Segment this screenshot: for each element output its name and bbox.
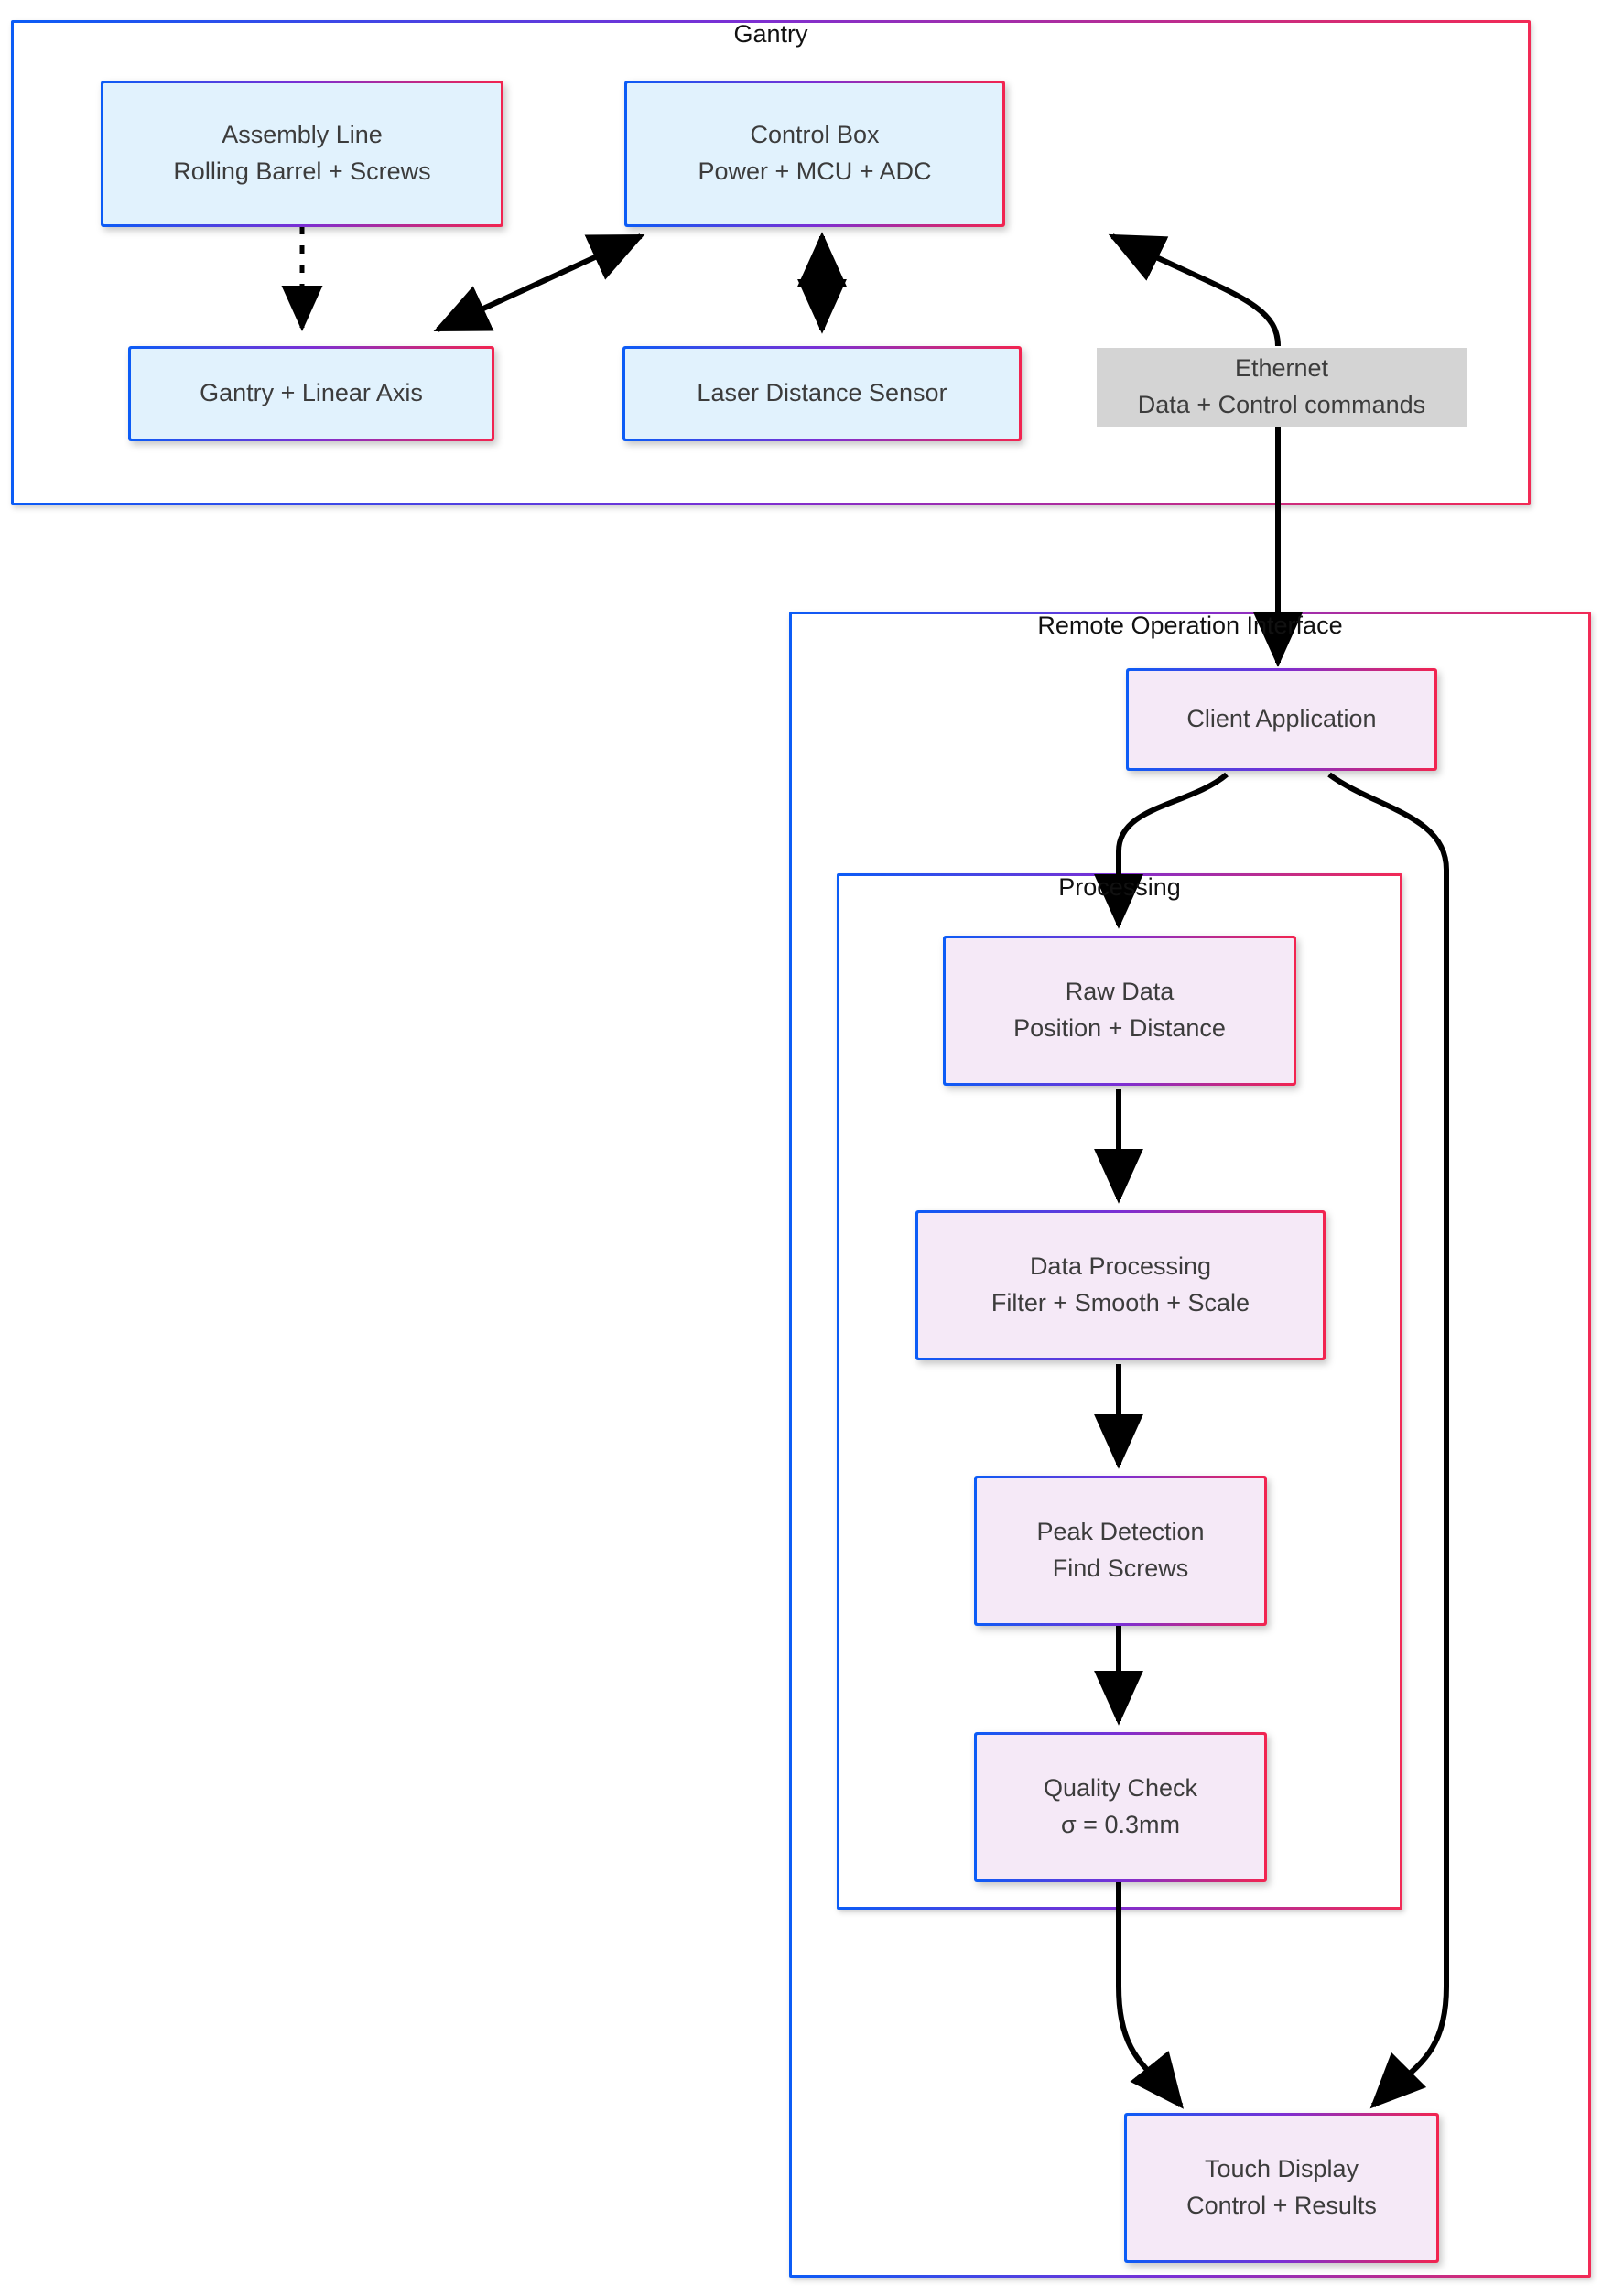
node-client-application[interactable]: Client Application [1126, 668, 1437, 771]
node-touch-display-title: Touch Display [1204, 2155, 1359, 2183]
node-control-box-title: Control Box [750, 121, 880, 149]
subgraph-gantry-label: Gantry [733, 20, 808, 48]
node-laser-distance-sensor-face: Laser Distance Sensor [625, 349, 1019, 439]
node-client-application-face: Client Application [1129, 671, 1434, 768]
node-assembly-line-subtitle: Rolling Barrel + Screws [173, 157, 431, 185]
node-gantry-linear-axis-title: Gantry + Linear Axis [200, 379, 423, 407]
node-touch-display-subtitle: Control + Results [1186, 2192, 1377, 2219]
node-data-processing-face: Data Processing Filter + Smooth + Scale [918, 1213, 1323, 1358]
node-ethernet-title: Ethernet [1234, 354, 1329, 383]
node-peak-detection-title: Peak Detection [1036, 1518, 1205, 1546]
node-control-box-face: Control Box Power + MCU + ADC [627, 83, 1002, 224]
node-gantry-linear-axis-face: Gantry + Linear Axis [131, 349, 492, 439]
node-data-processing-subtitle: Filter + Smooth + Scale [991, 1289, 1250, 1316]
node-ethernet[interactable]: Ethernet Data + Control commands [1097, 348, 1467, 427]
node-peak-detection-subtitle: Find Screws [1052, 1554, 1189, 1582]
node-raw-data-face: Raw Data Position + Distance [946, 938, 1294, 1083]
node-touch-display[interactable]: Touch Display Control + Results [1124, 2113, 1439, 2263]
node-quality-check-subtitle: σ = 0.3mm [1061, 1811, 1180, 1838]
node-assembly-line-face: Assembly Line Rolling Barrel + Screws [103, 83, 501, 224]
node-touch-display-face: Touch Display Control + Results [1127, 2116, 1436, 2260]
node-quality-check[interactable]: Quality Check σ = 0.3mm [974, 1732, 1267, 1882]
node-raw-data-title: Raw Data [1065, 978, 1175, 1006]
node-peak-detection-face: Peak Detection Find Screws [977, 1478, 1264, 1623]
node-laser-distance-sensor-title: Laser Distance Sensor [697, 379, 947, 407]
node-data-processing[interactable]: Data Processing Filter + Smooth + Scale [915, 1210, 1326, 1360]
subgraph-processing-label: Processing [1058, 873, 1181, 901]
node-assembly-line[interactable]: Assembly Line Rolling Barrel + Screws [101, 81, 503, 227]
node-client-application-title: Client Application [1186, 705, 1377, 733]
node-gantry-linear-axis[interactable]: Gantry + Linear Axis [128, 346, 494, 441]
subgraph-remote-operation-interface-label: Remote Operation Interface [1037, 612, 1343, 639]
node-data-processing-title: Data Processing [1029, 1252, 1212, 1281]
node-raw-data[interactable]: Raw Data Position + Distance [943, 936, 1296, 1086]
node-control-box[interactable]: Control Box Power + MCU + ADC [624, 81, 1005, 227]
node-quality-check-title: Quality Check [1043, 1774, 1198, 1803]
node-quality-check-face: Quality Check σ = 0.3mm [977, 1735, 1264, 1879]
node-assembly-line-title: Assembly Line [222, 121, 383, 149]
node-peak-detection[interactable]: Peak Detection Find Screws [974, 1476, 1267, 1626]
node-ethernet-subtitle: Data + Control commands [1137, 391, 1426, 418]
node-laser-distance-sensor[interactable]: Laser Distance Sensor [622, 346, 1022, 441]
node-raw-data-subtitle: Position + Distance [1013, 1014, 1226, 1042]
node-control-box-subtitle: Power + MCU + ADC [698, 157, 932, 185]
